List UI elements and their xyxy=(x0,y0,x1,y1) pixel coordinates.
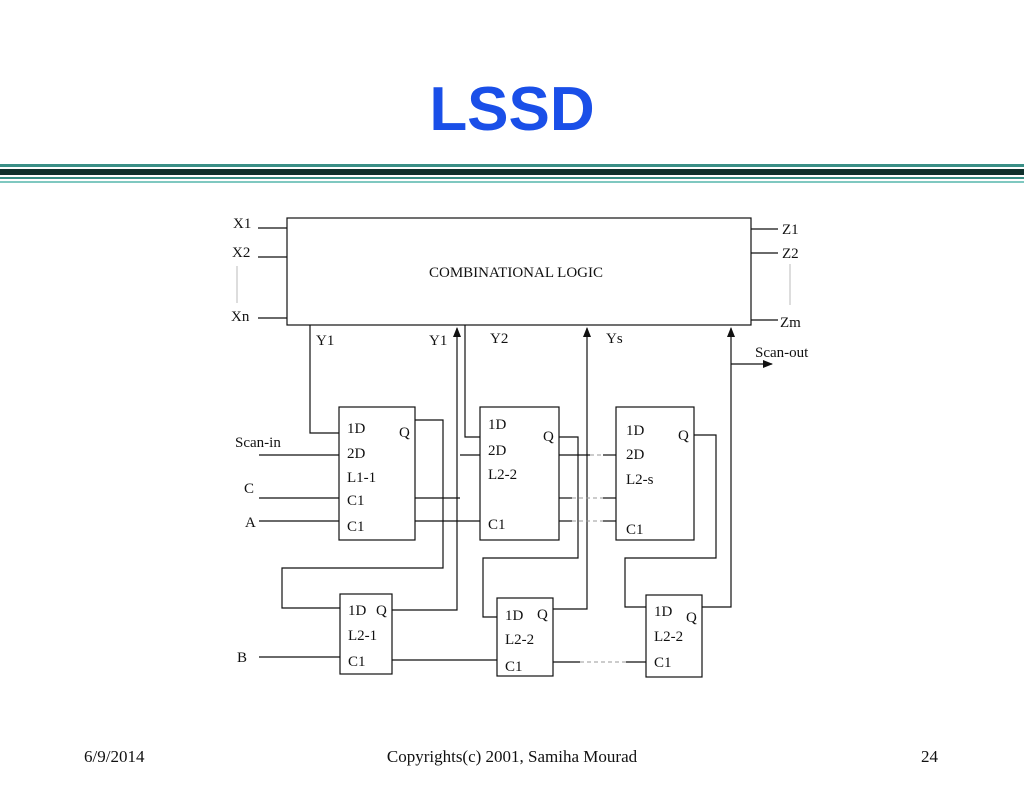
title-rule-line-light xyxy=(0,181,1024,183)
l2-2-bottom-d1-label: 1D xyxy=(505,608,524,624)
l2-2-top-c1-label: C1 xyxy=(488,517,506,533)
clock-c-label: C xyxy=(244,481,254,497)
l2-2-bottom-q-label: Q xyxy=(537,607,548,623)
latch-l2-1 xyxy=(339,593,393,675)
latch-l2-2-top xyxy=(479,406,560,541)
scan-out-label: Scan-out xyxy=(755,345,809,361)
l1-1-q-label: Q xyxy=(399,425,410,441)
l2-2-top-q-label: Q xyxy=(543,429,554,445)
footer-page-number: 24 xyxy=(921,747,938,766)
state-y1-out-label: Y1 xyxy=(316,333,334,349)
l1-1-name-label: L1-1 xyxy=(347,470,376,486)
l2-1-d1-label: 1D xyxy=(348,603,367,619)
l2-1-name-label: L2-1 xyxy=(348,628,377,644)
latch-boxes xyxy=(338,406,703,678)
scan-in-label: Scan-in xyxy=(235,435,281,451)
l2-2-bottom-c1-label: C1 xyxy=(505,659,523,675)
output-zm-label: Zm xyxy=(780,315,801,331)
input-x1-label: X1 xyxy=(233,216,251,232)
title-rule-line xyxy=(0,164,1024,167)
l2-2-bottom-name-label: L2-2 xyxy=(505,632,534,648)
l1-1-d2-label: 2D xyxy=(347,446,366,462)
footer-copyright: Copyrights(c) 2001, Samiha Mourad xyxy=(386,747,638,766)
continuation-dashed-lines xyxy=(572,454,626,663)
l2-s-q-label: Q xyxy=(678,428,689,444)
l2-2-top-d1-label: 1D xyxy=(488,417,507,433)
l2-s-name-label: L2-s xyxy=(626,472,654,488)
circuit-wires xyxy=(259,325,773,663)
primary-input-wires xyxy=(258,227,287,319)
l2-s-c1-label: C1 xyxy=(626,522,644,538)
footer-date: 6/9/2014 xyxy=(84,747,145,766)
state-y2-label: Y2 xyxy=(490,331,508,347)
latch-l2-2-bottom xyxy=(496,597,554,677)
latch-l2-2-right xyxy=(645,594,703,678)
latch-l2-s xyxy=(615,406,695,541)
l2-1-c1-label: C1 xyxy=(348,654,366,670)
title-rule-bar xyxy=(0,169,1024,175)
latch-l1-1 xyxy=(338,406,416,541)
input-x2-label: X2 xyxy=(232,245,250,261)
combinational-logic-label: COMBINATIONAL LOGIC xyxy=(429,265,603,281)
l1-1-c1a-label: C1 xyxy=(347,493,365,509)
l2-s-d1-label: 1D xyxy=(626,423,645,439)
state-ys-label: Ys xyxy=(606,331,623,347)
state-y1-in-label: Y1 xyxy=(429,333,447,349)
l2-s-d2-label: 2D xyxy=(626,447,645,463)
l2-2-right-q-label: Q xyxy=(686,610,697,626)
clock-a-label: A xyxy=(245,515,256,531)
l2-2-top-d2-label: 2D xyxy=(488,443,507,459)
output-z1-label: Z1 xyxy=(782,222,799,238)
l1-1-d1-label: 1D xyxy=(347,421,366,437)
combinational-logic-block xyxy=(286,217,752,326)
l2-2-right-d1-label: 1D xyxy=(654,604,673,620)
l2-2-top-name-label: L2-2 xyxy=(488,467,517,483)
l2-1-q-label: Q xyxy=(376,603,387,619)
clock-b-label: B xyxy=(237,650,247,666)
output-z2-label: Z2 xyxy=(782,246,799,262)
l1-1-c1b-label: C1 xyxy=(347,519,365,535)
l2-2-right-c1-label: C1 xyxy=(654,655,672,671)
input-xn-label: Xn xyxy=(231,309,250,325)
slide-title: LSSD xyxy=(429,75,595,144)
title-rule-line-lower xyxy=(0,177,1024,179)
primary-output-wires xyxy=(751,228,778,321)
l2-2-right-name-label: L2-2 xyxy=(654,629,683,645)
